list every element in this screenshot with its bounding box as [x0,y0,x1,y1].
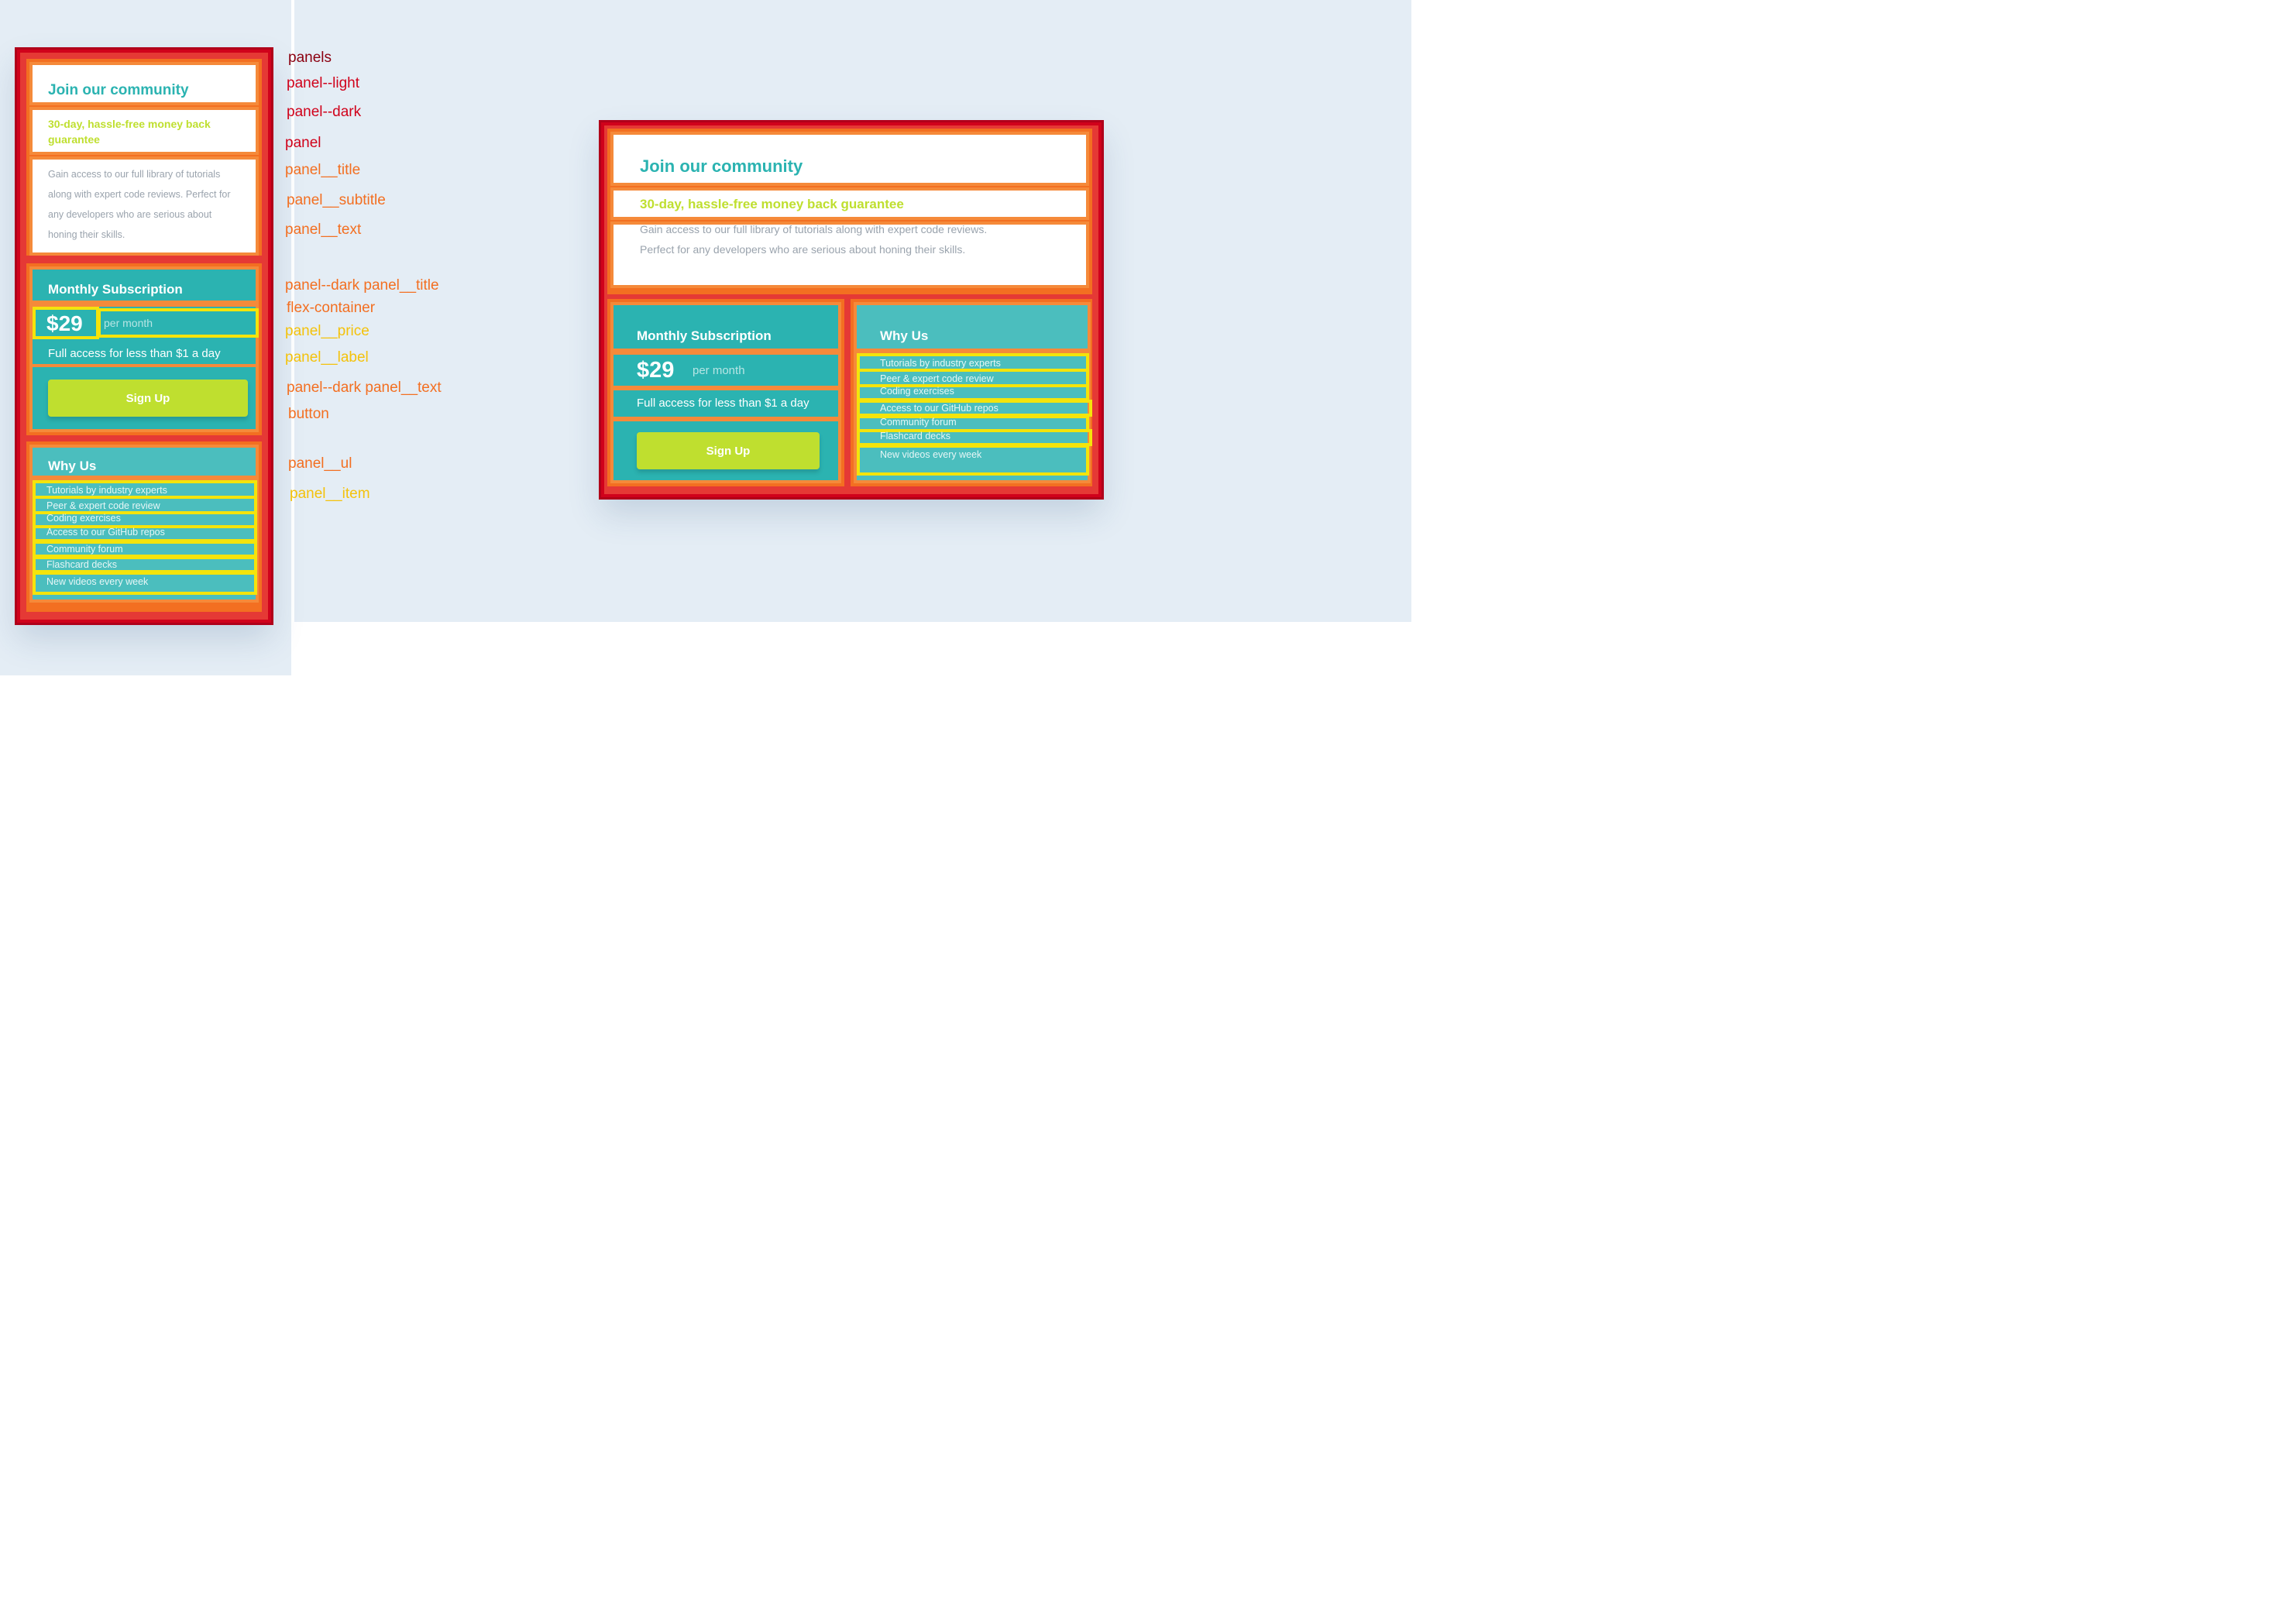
mobile-panel-dark-why: Why Us Tutorials by industry experts Pee… [25,440,263,613]
legend-panel-text: panel__text [285,222,362,238]
mobile-panel-text-line3: any developers who are serious about [48,209,212,220]
mobile-panel-ul: Tutorials by industry experts Peer & exp… [29,477,259,603]
desktop-panel-item-6: Flashcard decks [857,429,1092,446]
desktop-panels: Join our community 30-day, hassle-free m… [599,120,1104,500]
desktop-panel-subtitle: 30-day, hassle-free money back guarantee [640,197,904,211]
mobile-panel-text-line2: along with expert code reviews. Perfect … [48,189,231,200]
desktop-button-box: Sign Up [610,418,841,483]
mobile-panel-subtitle-line1: 30-day, hassle-free money back [48,118,211,130]
mobile-panel-text-line1: Gain access to our full library of tutor… [48,169,221,180]
legend-panel-dark-title: panel--dark panel__title [285,277,439,294]
mobile-price-value: $29 [46,311,83,335]
desktop-panel-subtitle-box: 30-day, hassle-free money back guarantee [610,187,1089,220]
legend-panel-dark-text: panel--dark panel__text [287,380,442,396]
mobile-panel-title: Join our community [48,82,189,98]
legend-panel-ul: panel__ul [288,455,352,472]
mobile-panel-item-7: New videos every week [33,572,257,595]
mobile-panel-text-box: Gain access to our full library of tutor… [29,156,259,256]
legend-panel-title: panel__title [285,162,361,178]
desktop-why-item-text: Peer & expert code review [880,373,994,384]
desktop-why-title: Why Us [880,328,929,343]
desktop-flex-container: $29 per month [610,352,841,389]
mobile-price-label: per month [104,317,153,329]
desktop-price-value: $29 [637,358,675,383]
mobile-panel-item-5: Community forum [33,541,257,558]
mobile-sign-up-button[interactable]: Sign Up [48,380,248,417]
desktop-panel-item-4: Access to our GitHub repos [857,400,1092,417]
legend-panel: panel [285,135,321,151]
mobile-panel-dark-subscription: Monthly Subscription $29 per month Full … [25,262,263,437]
desktop-panel-ul: Tutorials by industry experts Peer & exp… [854,350,1092,483]
legend-panel-label: panel__label [285,349,369,366]
desktop-panel-title: Join our community [640,156,803,176]
legend-panel-subtitle: panel__subtitle [287,192,386,208]
mobile-why-item-text: Coding exercises [46,513,121,524]
mobile-subscription-title-box: Monthly Subscription [29,266,259,304]
mobile-panel-text-line4: honing their skills. [48,229,125,240]
mobile-why-title: Why Us [48,459,97,473]
mobile-price-text: Full access for less than $1 a day [48,347,221,360]
legend-panels: panels [288,50,332,66]
mobile-why-item-text: Peer & expert code review [46,500,160,511]
mobile-subscription-title: Monthly Subscription [48,282,183,297]
desktop-panel-item-7: New videos every week [857,445,1089,476]
mobile-why-item-text: Community forum [46,544,123,555]
mobile-why-title-box: Why Us [29,445,259,479]
mobile-button-box: Sign Up [29,364,259,432]
mobile-panel-subtitle-line2: guarantee [48,133,100,146]
desktop-why-item-text: Access to our GitHub repos [880,403,998,414]
desktop-panel-text-box: Gain access to our full library of tutor… [610,222,1089,288]
desktop-panel-dark-subscription: Monthly Subscription $29 per month Full … [606,297,846,488]
legend-button: button [288,406,329,422]
desktop-panel-light: Join our community 30-day, hassle-free m… [606,127,1094,296]
desktop-price-label: per month [693,364,745,377]
legend-panel-light: panel--light [287,75,359,91]
desktop-subscription-title-box: Monthly Subscription [610,302,841,352]
desktop-panel-text-line1: Gain access to our full library of tutor… [640,223,988,235]
desktop-sign-up-button[interactable]: Sign Up [637,432,820,469]
desktop-panel-dark-why: Why Us Tutorials by industry experts Pee… [849,297,1094,488]
desktop-panel-text-line2: Perfect for any developers who are serio… [640,243,966,256]
mobile-panel-light: Join our community 30-day, hassle-free m… [25,57,263,257]
mobile-panel-price: $29 [33,307,99,339]
desktop-subscription-title: Monthly Subscription [637,328,772,343]
desktop-price-text-box: Full access for less than $1 a day [610,387,841,420]
desktop-why-item-text: Flashcard decks [880,431,951,441]
mobile-panel-subtitle-box: 30-day, hassle-free money back guarantee [29,107,259,155]
desktop-why-item-text: Community forum [880,417,957,428]
mobile-why-item-text: Access to our GitHub repos [46,527,165,538]
desktop-why-item-text: Tutorials by industry experts [880,358,1001,369]
mobile-why-item-text: Flashcard decks [46,559,118,570]
desktop-why-title-box: Why Us [854,302,1091,352]
mobile-panel-title-box: Join our community [29,62,259,105]
desktop-why-item-text: Coding exercises [880,386,954,397]
legend-panel-item: panel__item [290,486,370,502]
mobile-panels: Join our community 30-day, hassle-free m… [15,47,273,625]
mobile-panel-item-4: Access to our GitHub repos [33,525,257,542]
desktop-panel-item-3: Coding exercises [857,384,1089,401]
mobile-why-item-text: Tutorials by industry experts [46,485,167,496]
desktop-price-text: Full access for less than $1 a day [637,397,809,410]
mobile-panel-label: per month [98,308,259,338]
desktop-why-item-text: New videos every week [880,449,982,460]
legend-flex-container: flex-container [287,300,376,316]
legend-panel-price: panel__price [285,323,369,339]
mobile-why-item-text: New videos every week [46,576,149,587]
legend-panel-dark: panel--dark [287,104,362,120]
desktop-panel-title-box: Join our community [610,132,1089,186]
mobile-panel-item-6: Flashcard decks [33,556,257,573]
